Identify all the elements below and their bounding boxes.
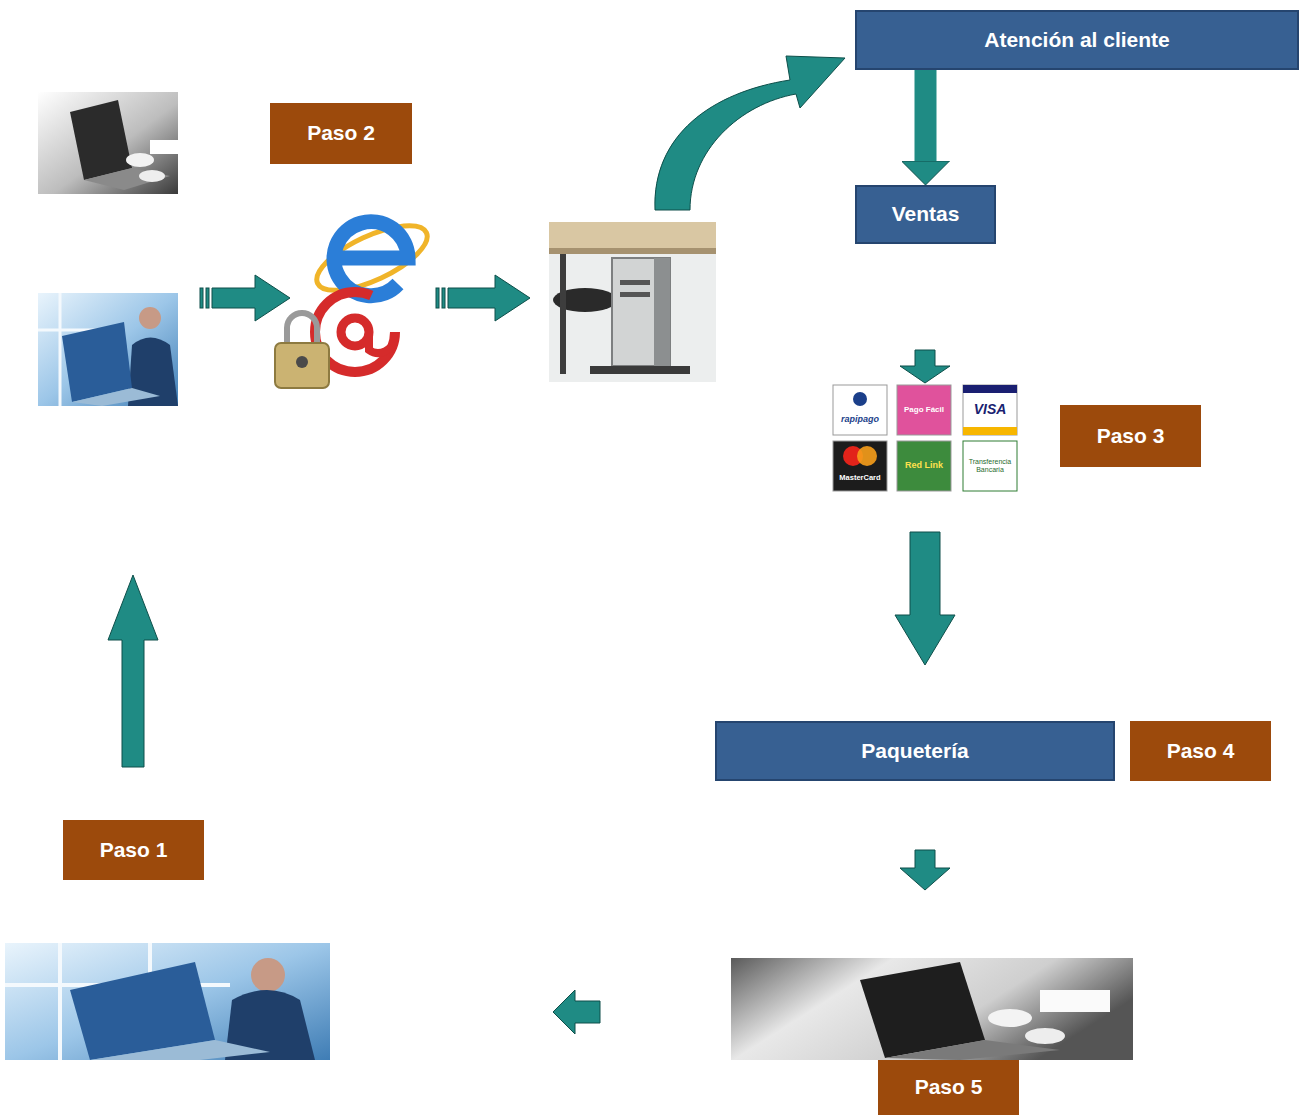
window-frame [58, 943, 62, 1060]
laptop-lid [70, 100, 132, 180]
flow-arrow [915, 70, 937, 161]
block-arrow [448, 275, 530, 321]
hand [988, 1009, 1032, 1027]
photo-laptop-grey [38, 92, 178, 194]
logo-text: Pago Fácil [897, 396, 951, 424]
box-text: Ventas [892, 202, 960, 226]
head [251, 958, 285, 992]
photo-person-blue [5, 943, 330, 1060]
window-frame [59, 293, 62, 406]
box-text: Paso 4 [1167, 739, 1235, 763]
flow-arrows [108, 56, 955, 1034]
process-box: Paquetería [715, 721, 1115, 781]
logo-band [963, 427, 1017, 435]
photo-person-blue [38, 293, 178, 406]
photo-laptop-grey [731, 958, 1133, 1060]
head [139, 307, 161, 329]
process-box: Ventas [855, 185, 996, 244]
padlock-body [275, 343, 329, 388]
block-arrow [108, 575, 158, 767]
icon-at [341, 318, 369, 346]
sleeve [1040, 990, 1110, 1012]
desk-edge [549, 248, 716, 254]
photo-ground [5, 943, 330, 1060]
arrow-tail [206, 288, 209, 308]
logo-text: rapipago [833, 409, 887, 431]
photo-ground [38, 293, 178, 406]
logo-text: VISA [963, 395, 1017, 425]
box-text: Paquetería [861, 739, 968, 763]
logo-mark [857, 446, 877, 466]
padlock-keyhole [296, 356, 308, 368]
box-text: Paso 2 [307, 121, 375, 145]
process-box: Atención al cliente [855, 10, 1299, 70]
icon-at [369, 332, 392, 353]
desk-top [549, 222, 716, 248]
photo-ground [731, 958, 1133, 1060]
block-arrow [553, 990, 600, 1034]
logo-tile [963, 441, 1017, 491]
arrow-tail [436, 288, 439, 308]
step-badge: Paso 3 [1060, 405, 1201, 467]
laptop-lid [62, 322, 132, 402]
icon-e [334, 222, 408, 296]
step-badge: Paso 1 [63, 820, 204, 880]
box-text: Paso 5 [915, 1075, 983, 1099]
icon-orbit [308, 213, 435, 304]
logo-tile [897, 441, 951, 491]
hand [139, 170, 165, 182]
step-badge: Paso 2 [270, 103, 412, 164]
curved-arrow [655, 56, 845, 210]
laptop-base [84, 168, 170, 190]
logo-band [963, 385, 1017, 393]
logo-text: MasterCard [833, 468, 887, 488]
padlock-shackle [287, 313, 317, 345]
box-text: Paso 1 [100, 838, 168, 862]
payment-logos [833, 385, 1017, 491]
photo-server [549, 222, 716, 382]
photo-ground [38, 92, 178, 194]
arrow-tail [200, 288, 203, 308]
logo-tile [833, 385, 887, 435]
internet-icon [275, 213, 436, 388]
sleeve [150, 140, 178, 154]
hand [126, 153, 154, 167]
stand [590, 366, 690, 374]
step-badge: Paso 4 [1130, 721, 1271, 781]
drive-slot [620, 292, 650, 297]
step-badge: Paso 5 [878, 1060, 1019, 1115]
arrow-tail [442, 288, 445, 308]
drive-slot [620, 280, 650, 285]
laptop-base [885, 1040, 1060, 1060]
block-arrow [212, 275, 290, 321]
photo-ground [549, 222, 716, 382]
logo-text: Transferencia Bancaria [963, 449, 1017, 483]
logo-mark [853, 392, 867, 406]
computer-tower [612, 258, 670, 366]
logo-tile [833, 441, 887, 491]
computer-tower-side [654, 258, 670, 366]
block-arrow [900, 350, 950, 383]
logo-tile [963, 385, 1017, 435]
laptop-base [90, 1040, 270, 1060]
logo-tile [897, 385, 951, 435]
block-arrow [900, 850, 950, 890]
box-text: Atención al cliente [984, 28, 1170, 52]
box-text: Paso 3 [1097, 424, 1165, 448]
hand [1025, 1028, 1065, 1044]
logo-text: Red Link [897, 450, 951, 482]
stand-pole [560, 254, 566, 374]
laptop-base [72, 388, 160, 406]
block-arrow [895, 532, 955, 665]
